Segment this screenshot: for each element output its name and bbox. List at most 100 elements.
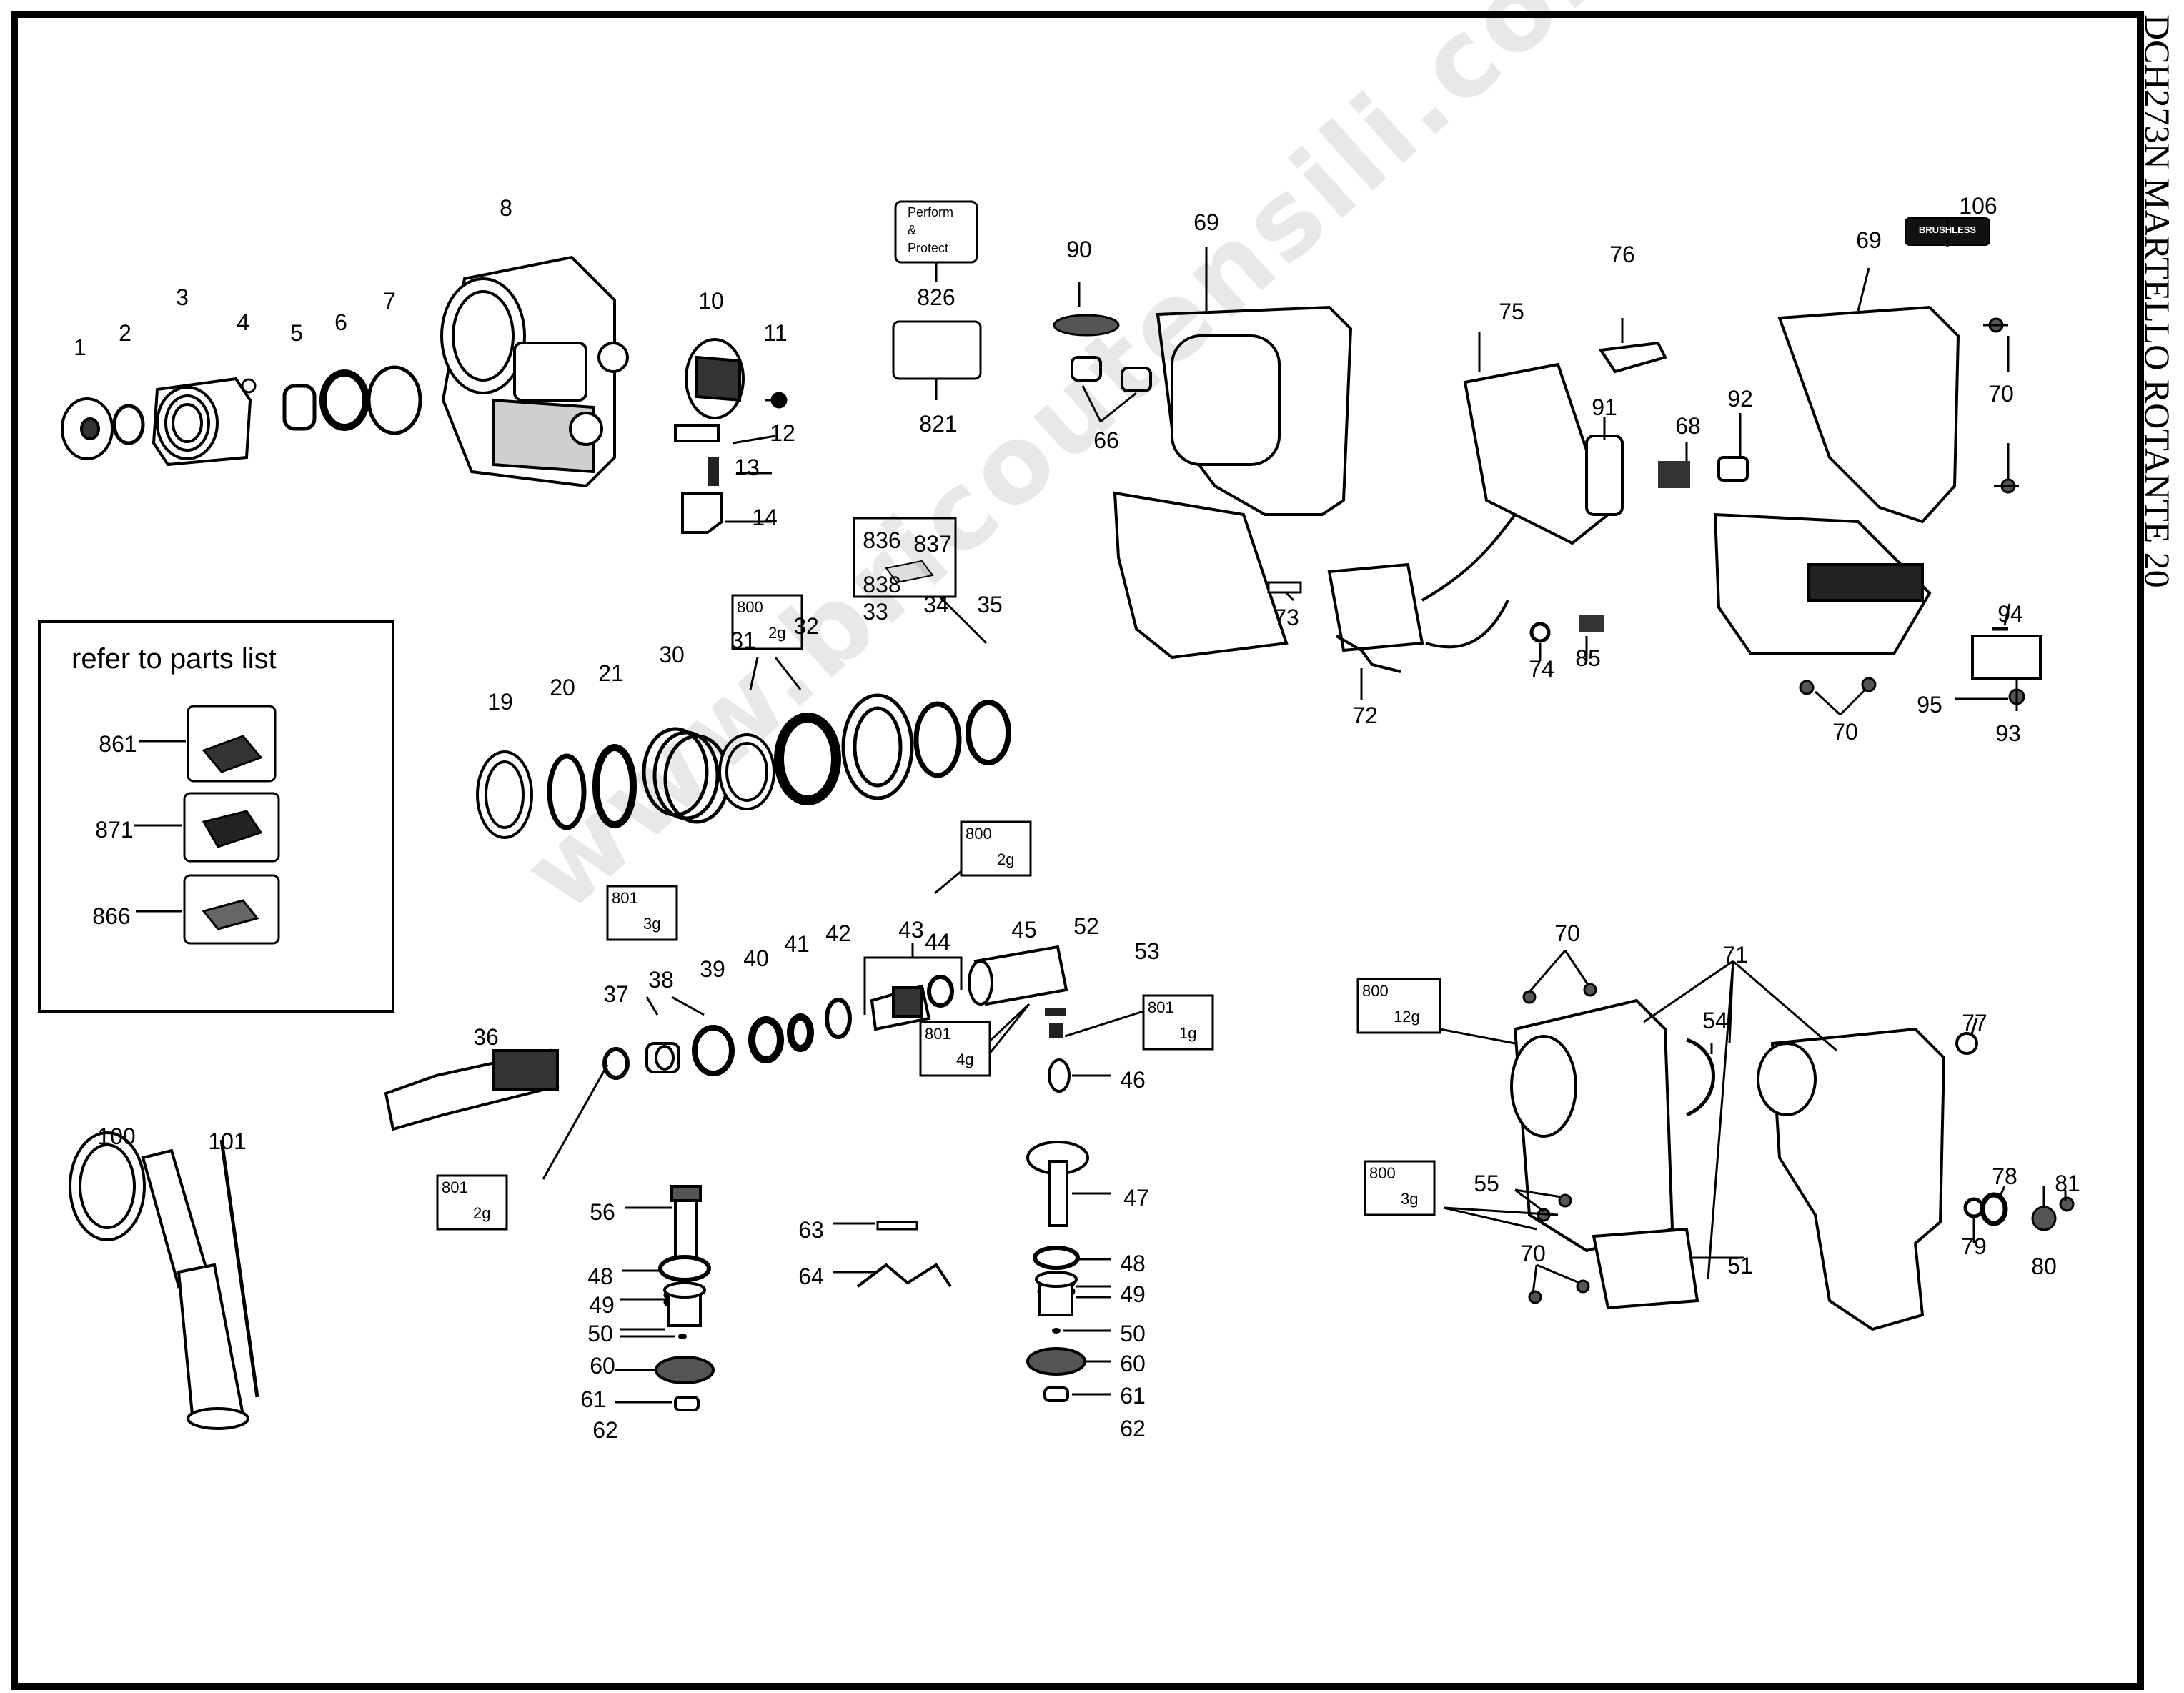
part-100-side-handle: [69, 1131, 249, 1430]
part-48-bearing-right: [1033, 1246, 1080, 1270]
part-label-41: 41: [784, 931, 810, 957]
part-43-piston: [870, 984, 931, 1031]
label-826-text-1: &: [908, 223, 917, 237]
part-label-49b: 49: [1120, 1281, 1146, 1307]
part-label-56: 56: [590, 1199, 615, 1225]
part-76-latch: [1598, 341, 1667, 374]
part-62-bushing-right: [1043, 1386, 1069, 1402]
part-label-45: 45: [1011, 917, 1037, 943]
part-78-ring: [1980, 1192, 2008, 1226]
part-8-gear-housing: [440, 255, 629, 488]
part-40-oring: [748, 1016, 784, 1063]
part-73-brush: [1267, 581, 1302, 594]
part-label-101: 101: [208, 1128, 247, 1154]
part-90-gasket: [1053, 314, 1120, 337]
part-2-ring: [112, 404, 145, 445]
part-label-11: 11: [763, 320, 788, 346]
part-label-72: 72: [1352, 702, 1378, 728]
part-label-78: 78: [1992, 1163, 2017, 1189]
part-label-12: 12: [770, 420, 795, 446]
part-33-ring-gear: [841, 693, 914, 800]
part-label-5: 5: [290, 320, 303, 346]
part-label-90: 90: [1066, 237, 1092, 262]
part-69-housing-left: [1113, 305, 1353, 660]
part-label-14: 14: [752, 505, 778, 530]
part-label-64: 64: [798, 1263, 824, 1289]
part-label-34: 34: [923, 592, 949, 617]
part-label-20: 20: [550, 675, 575, 700]
part-62-bushing-left: [674, 1396, 700, 1411]
part-label-838: 838: [863, 572, 901, 597]
part-50-clutch-right: [1035, 1271, 1078, 1316]
lube-box-code-b8: 800: [1369, 1164, 1396, 1182]
lube-box-code-b6: 801: [442, 1178, 468, 1196]
part-93-battery-latch: [1971, 635, 2042, 680]
part-6-seal: [319, 369, 369, 431]
part-1-cap: [61, 397, 114, 460]
part-label-2: 2: [119, 320, 131, 346]
parts-836-838-box: [853, 517, 957, 598]
part-101-depth-rod: [219, 1139, 259, 1398]
lube-box-code-b5: 801: [925, 1025, 951, 1043]
lube-box-b8: [1364, 1160, 1436, 1216]
refer-parts-label: refer to parts list: [71, 643, 277, 675]
part-4-ball: [241, 378, 257, 394]
part-label-66: 66: [1093, 427, 1119, 453]
part-label-62a: 62: [592, 1417, 618, 1443]
part-label-50a: 50: [587, 1321, 613, 1346]
part-label-53: 53: [1134, 938, 1160, 964]
part-label-33: 33: [863, 599, 888, 625]
part-label-39: 39: [700, 956, 725, 982]
part-label-32: 32: [793, 613, 819, 639]
part-label-60a: 60: [590, 1353, 615, 1379]
part-46-pin: [1048, 1058, 1071, 1093]
part-label-37: 37: [603, 981, 629, 1007]
part-68-spring: [1658, 461, 1690, 488]
part-label-19: 19: [487, 689, 513, 715]
part-label-47: 47: [1123, 1185, 1149, 1211]
lube-box-b4: [1142, 994, 1214, 1051]
lube-box-b6: [436, 1174, 508, 1231]
part-label-30: 30: [659, 642, 685, 667]
part-label-36: 36: [473, 1024, 499, 1050]
part-label-69b: 69: [1856, 227, 1882, 253]
part-label-77: 77: [1962, 1010, 1987, 1036]
part-label-52: 52: [1073, 913, 1099, 939]
lube-box-code-b3: 801: [612, 889, 638, 907]
part-label-80: 80: [2031, 1253, 2057, 1279]
part-label-62b: 62: [1120, 1416, 1146, 1441]
part-label-69a: 69: [1193, 209, 1219, 235]
lube-box-b2: [960, 820, 1032, 877]
lube-box-code-b2: 800: [966, 825, 992, 843]
part-label-837: 837: [913, 531, 952, 557]
part-19-bushing: [476, 750, 533, 839]
part-label-60b: 60: [1120, 1351, 1146, 1376]
part-32-bearing: [774, 713, 841, 805]
part-label-76: 76: [1609, 242, 1635, 267]
part-label-871: 871: [95, 817, 134, 843]
part-56-bolt: [670, 1185, 702, 1259]
part-label-13: 13: [734, 455, 760, 480]
part-21-ring: [592, 744, 637, 828]
lube-box-b7: [1356, 978, 1441, 1034]
part-label-6: 6: [334, 309, 347, 335]
part-label-71: 71: [1722, 942, 1748, 968]
part-70-screws-bottom: [1522, 983, 1597, 1304]
part-71-housing-shell: [1757, 1027, 1946, 1331]
label-826-text-2: Protect: [908, 241, 949, 255]
part-label-81: 81: [2055, 1171, 2080, 1196]
part-53-spring: [1049, 1023, 1063, 1038]
lube-box-b3: [606, 885, 678, 941]
part-80-nut: [2031, 1206, 2057, 1231]
part-label-4: 4: [237, 309, 249, 335]
part-label-35: 35: [977, 592, 1003, 617]
part-44-oring: [927, 975, 954, 1008]
part-label-3: 3: [176, 284, 189, 310]
label-821-sticker: [892, 320, 982, 380]
part-label-54: 54: [1702, 1008, 1728, 1033]
part-label-68: 68: [1675, 413, 1701, 439]
part-69-housing-right: [1713, 305, 1960, 655]
part-label-44: 44: [925, 929, 950, 955]
part-label-106: 106: [1959, 193, 1997, 219]
